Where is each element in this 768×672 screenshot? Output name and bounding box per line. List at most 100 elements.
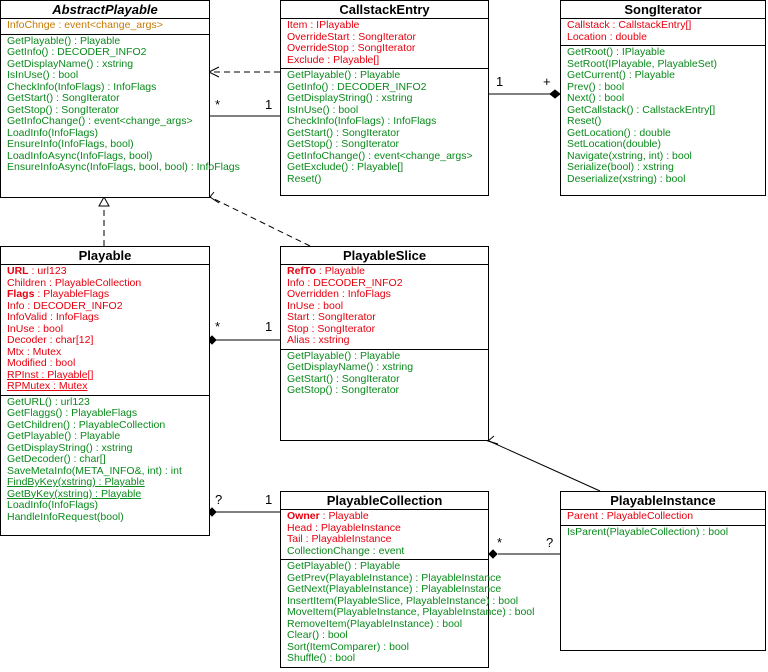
method: GetURL() : url123 <box>7 395 90 408</box>
triangle-playable-abstract <box>98 195 110 207</box>
attribute: URL : url123 <box>7 265 203 278</box>
class-title: AbstractPlayable <box>1 1 209 19</box>
attribute-section: URL : url123 Children : PlayableCollecti… <box>1 265 209 396</box>
method: CheckInfo(InfoFlags) : InfoFlags <box>287 115 437 127</box>
attribute-key: URL <box>7 265 29 277</box>
method-section: GetPlayable() : Playable GetInfo() : DEC… <box>1 34 240 176</box>
method: GetInfo() : DECODER_INFO2 <box>287 80 427 93</box>
arrowhead-instance-slice <box>486 435 499 445</box>
attribute: Alias : xstring <box>287 334 350 346</box>
class-title: SongIterator <box>561 1 765 19</box>
class-playable[interactable]: Playable URL : url123 Children : Playabl… <box>0 246 210 536</box>
arrowhead-slice-abstract <box>209 191 220 204</box>
method: GetCallstack() : CallstackEntry[] <box>567 103 716 116</box>
attribute: RefTo : Playable <box>287 265 482 278</box>
attribute-section: Item : IPlayable OverrideStart : SongIte… <box>281 19 488 69</box>
method: IsInUse() : bool <box>287 103 359 116</box>
attribute-key: Owner <box>287 510 320 522</box>
attribute-type: : Playable <box>315 265 365 277</box>
method: Shuffle() : bool <box>287 652 356 664</box>
method: GetRoot() : IPlayable <box>567 46 666 58</box>
method: LoadInfoAsync(InfoFlags, bool) <box>7 149 153 162</box>
method: GetInfo() : DECODER_INFO2 <box>7 46 147 58</box>
attribute-type: : url123 <box>28 265 67 277</box>
attribute: Stop : SongIterator <box>287 322 376 335</box>
attribute: Parent : PlayableCollection <box>567 510 694 522</box>
class-playable-instance[interactable]: PlayableInstance Parent : PlayableCollec… <box>560 491 766 651</box>
method: GetInfoChange() : event<change_args> <box>287 149 473 162</box>
realization-slice-abstract <box>209 196 311 247</box>
method: GetDisplayString() : xstring <box>7 441 133 454</box>
method: GetInfoChange() : event<change_args> <box>7 115 193 127</box>
method: GetStart() : SongIterator <box>287 126 400 139</box>
method: GetPlayable() : Playable <box>287 349 401 362</box>
method: Deserialize(xstring) : bool <box>567 172 686 185</box>
method: GetStop() : SongIterator <box>7 103 120 116</box>
attribute-section: InfoChnge : event<change_args> <box>1 19 209 35</box>
method-static: FindByKey(xstring) : Playable <box>7 476 145 488</box>
attribute-static: RPMutex : Mutex <box>7 380 88 392</box>
attribute: InUse : bool <box>7 322 64 335</box>
class-title: PlayableInstance <box>561 492 765 510</box>
method: GetStop() : SongIterator <box>287 384 400 396</box>
attribute: Head : PlayableInstance <box>287 521 401 534</box>
mult-collection-one: 1 <box>265 492 273 507</box>
mult-slice-one: 1 <box>265 319 273 334</box>
method: EnsureInfo(InfoFlags, bool) <box>7 138 134 150</box>
diamond-collection-instance <box>488 549 498 559</box>
attribute: Location : double <box>567 30 647 43</box>
diamond-playable-collection <box>207 507 217 517</box>
attribute-section: Owner : Playable Head : PlayableInstance… <box>281 510 488 560</box>
mult-song-plus: + <box>543 74 551 89</box>
attribute: Start : SongIterator <box>287 311 376 323</box>
attribute: InfoValid : InfoFlags <box>7 311 100 323</box>
method-section: GetPlayable() : Playable GetPrev(Playabl… <box>281 560 535 667</box>
method: Next() : bool <box>567 92 625 104</box>
attribute-section: Callstack : CallstackEntry[] Location : … <box>561 19 765 46</box>
class-playable-slice[interactable]: PlayableSlice RefTo : Playable Info : DE… <box>280 246 489 441</box>
attribute: Item : IPlayable <box>287 19 360 31</box>
class-song-iterator[interactable]: SongIterator Callstack : CallstackEntry[… <box>560 0 766 196</box>
method: EnsureInfoAsync(InfoFlags, bool, bool) :… <box>7 161 240 173</box>
method: GetExclude() : Playable[] <box>287 161 404 173</box>
attribute-event: CollectionChange : event <box>287 544 405 557</box>
attribute: Info : DECODER_INFO2 <box>287 276 403 289</box>
diamond-playable-slice <box>207 335 217 345</box>
attribute: Callstack : CallstackEntry[] <box>567 19 692 31</box>
class-title: PlayableSlice <box>281 247 488 265</box>
method: InsertItem(PlayableSlice, PlayableInstan… <box>287 594 519 607</box>
method: SetLocation(double) <box>567 138 661 150</box>
attribute: Info : DECODER_INFO2 <box>7 299 123 312</box>
mult-instance-q: ? <box>546 535 554 550</box>
method-section: IsParent(PlayableCollection) : bool <box>561 526 765 541</box>
attribute-section: RefTo : Playable Info : DECODER_INFO2 Ov… <box>281 265 488 350</box>
attribute: Owner : Playable <box>287 510 482 523</box>
class-title: CallstackEntry <box>281 1 488 19</box>
attribute-key: Flags <box>7 288 35 300</box>
attribute: Overridden : InfoFlags <box>287 288 391 300</box>
method: CheckInfo(InfoFlags) : InfoFlags <box>7 80 157 93</box>
attribute: InfoChnge : event<change_args> <box>7 19 163 31</box>
class-callstack-entry[interactable]: CallstackEntry Item : IPlayable Override… <box>280 0 489 196</box>
class-playable-collection[interactable]: PlayableCollection Owner : Playable Head… <box>280 491 535 668</box>
method-static: GetByKey(xstring) : Playable <box>7 487 142 500</box>
attribute: Decoder : char[12] <box>7 334 94 346</box>
method: IsParent(PlayableCollection) : bool <box>567 525 729 538</box>
method: GetStart() : SongIterator <box>287 372 400 385</box>
class-title: Playable <box>1 247 209 265</box>
attribute-section: Parent : PlayableCollection <box>561 510 765 526</box>
method: MoveItem(PlayableInstance, PlayableInsta… <box>287 606 535 618</box>
class-abstract-playable[interactable]: AbstractPlayable InfoChnge : event<chang… <box>0 0 240 198</box>
attribute: Modified : bool <box>7 357 76 369</box>
attribute-key: RefTo <box>287 265 316 277</box>
method: RemoveItem(PlayableInstance) : bool <box>287 617 463 630</box>
method: GetDisplayName() : xstring <box>287 361 414 373</box>
attribute-type: : Playable <box>319 510 369 522</box>
method-section: GetPlayable() : Playable GetInfo() : DEC… <box>281 69 488 187</box>
method: GetDecoder() : char[] <box>7 453 106 465</box>
mult-abstract-star: * <box>215 97 221 112</box>
generalization-instance-slice <box>488 440 601 492</box>
method: GetPlayable() : Playable <box>7 34 121 47</box>
method: Sort(ItemComparer) : bool <box>287 640 409 653</box>
